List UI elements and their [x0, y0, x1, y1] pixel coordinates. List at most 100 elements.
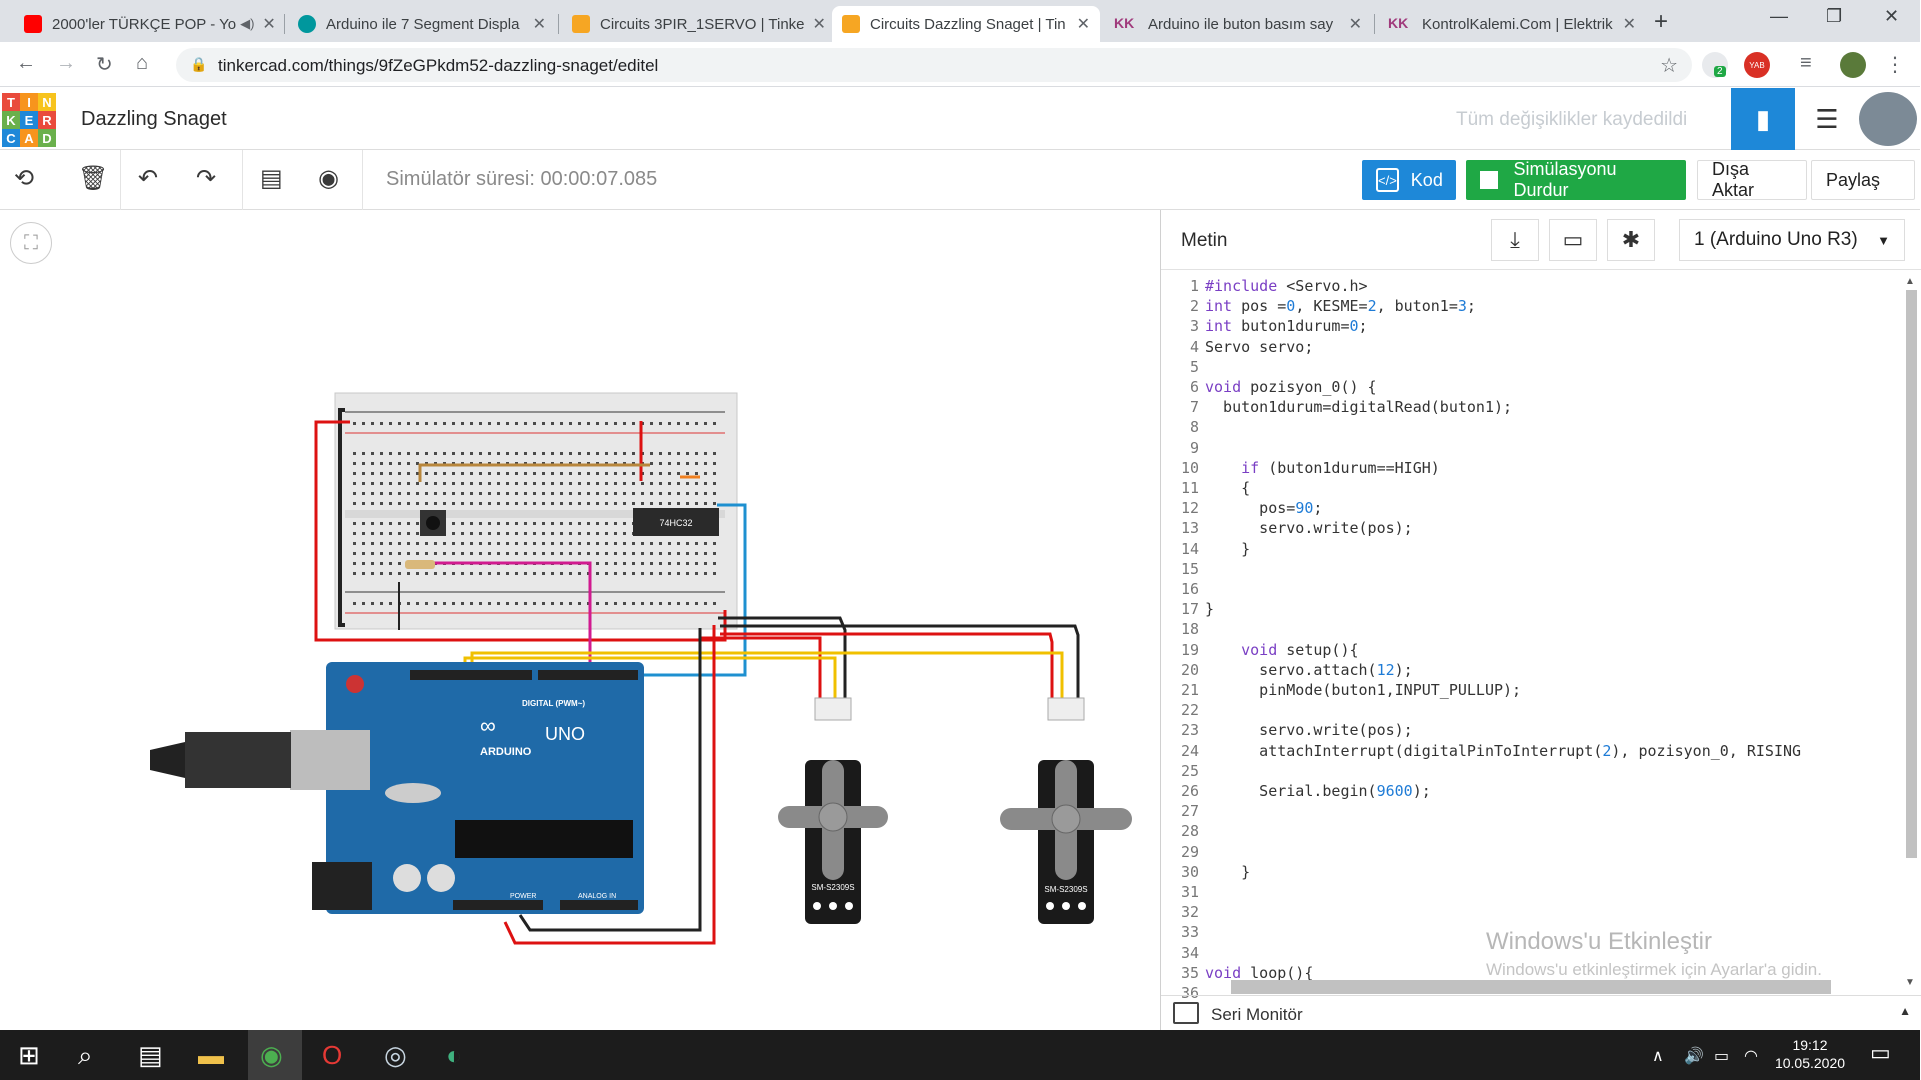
user-avatar[interactable]	[1859, 92, 1917, 146]
code-line[interactable]: 17}	[1161, 599, 1214, 619]
code-line[interactable]: 22	[1161, 700, 1205, 720]
code-line[interactable]: 1#include <Servo.h>	[1161, 276, 1368, 296]
browser-tab-2[interactable]: Arduino ile 7 Segment Displa ✕	[288, 6, 556, 42]
delete-icon[interactable]: 🗑	[78, 165, 109, 192]
chrome-icon[interactable]: ◉	[260, 1040, 283, 1070]
code-mode-label[interactable]: Metin	[1181, 230, 1228, 251]
code-line[interactable]: 11 {	[1161, 478, 1250, 498]
search-icon[interactable]: ⌕	[78, 1040, 93, 1070]
code-line[interactable]: 13 servo.write(pos);	[1161, 518, 1413, 538]
stop-simulation-button[interactable]: Simülasyonu Durdur	[1466, 159, 1686, 200]
browser-tab-3[interactable]: Circuits 3PIR_1SERVO | Tinke ✕	[562, 6, 830, 42]
serial-monitor-bar[interactable]: Seri Monitör ▲	[1161, 995, 1921, 1030]
code-line[interactable]: 12 pos=90;	[1161, 498, 1322, 518]
mute-icon[interactable]: ◀)	[240, 16, 255, 31]
code-line[interactable]: 15	[1161, 559, 1205, 579]
download-icon[interactable]: ⤓	[1491, 219, 1539, 261]
arduino-uno-board[interactable]: ∞ ARDUINO UNO DIGITAL (PWM~) POWER ANALO…	[150, 662, 644, 914]
code-line[interactable]: 30 }	[1161, 862, 1250, 882]
url-field[interactable]: 🔒 tinkercad.com/things/9fZeGPkdm52-dazzl…	[176, 48, 1692, 82]
tray-chevron-icon[interactable]: ∧	[1652, 1048, 1664, 1065]
close-tab-icon[interactable]: ✕	[532, 16, 546, 33]
vertical-scrollbar[interactable]: ▲ ▼	[1902, 276, 1920, 988]
code-line[interactable]: 28	[1161, 821, 1205, 841]
windows-start-icon[interactable]: ⊞	[18, 1040, 40, 1070]
resistor[interactable]	[405, 560, 435, 569]
code-line[interactable]: 31	[1161, 882, 1205, 902]
74hc32-chip[interactable]	[633, 508, 719, 536]
code-line[interactable]: 10 if (buton1durum==HIGH)	[1161, 458, 1440, 478]
code-line[interactable]: 29	[1161, 842, 1205, 862]
code-line[interactable]: 24 attachInterrupt(digitalPinToInterrupt…	[1161, 741, 1801, 761]
browser-tab-4-active[interactable]: Circuits Dazzling Snaget | Tin ✕	[832, 6, 1100, 42]
taskbar-clock[interactable]: 19:12 10.05.2020	[1755, 1036, 1865, 1072]
code-line[interactable]: 16	[1161, 579, 1205, 599]
file-explorer-icon[interactable]: ▬	[198, 1040, 224, 1070]
device-select[interactable]: 1 (Arduino Uno R3) ▼	[1679, 219, 1905, 261]
notification-icon[interactable]: ▭	[1870, 1040, 1891, 1065]
circuit-canvas[interactable]: ⛶	[0, 210, 1160, 1030]
code-line[interactable]: 20 servo.attach(12);	[1161, 660, 1413, 680]
code-button[interactable]: </> Kod	[1362, 160, 1456, 200]
visibility-icon[interactable]: ◉	[318, 165, 339, 192]
media-control-icon[interactable]: ≡	[1800, 52, 1812, 74]
chrome-menu-icon[interactable]: ⋮	[1885, 54, 1905, 76]
chrome-taskbar-active[interactable]	[248, 1030, 302, 1080]
circuit-view-button[interactable]: ▮	[1731, 88, 1795, 150]
code-line[interactable]: 14 }	[1161, 539, 1250, 559]
code-line[interactable]: 19 void setup(){	[1161, 640, 1359, 660]
code-line[interactable]: 26 Serial.begin(9600);	[1161, 781, 1431, 801]
horizontal-scrollbar[interactable]	[1231, 980, 1831, 994]
bookmark-star-icon[interactable]: ☆	[1660, 55, 1678, 77]
code-line[interactable]: 32	[1161, 902, 1205, 922]
yab-extension-icon[interactable]: YAB	[1744, 52, 1770, 78]
new-tab-button[interactable]: +	[1654, 8, 1669, 35]
rotate-icon[interactable]: ⟲	[14, 165, 35, 192]
battery-icon[interactable]: ▭	[1714, 1048, 1730, 1065]
forward-icon[interactable]: →	[56, 52, 76, 74]
task-view-icon[interactable]: ▤	[138, 1040, 163, 1070]
redo-icon[interactable]: ↷	[196, 165, 217, 192]
zoom-to-fit-icon[interactable]: ⛶	[10, 222, 52, 264]
browser-tab-5[interactable]: KK Arduino ile buton basım say ✕	[1104, 6, 1372, 42]
notes-icon[interactable]: ▤	[260, 165, 283, 192]
code-line[interactable]: 23 servo.write(pos);	[1161, 720, 1413, 740]
code-line[interactable]: 27	[1161, 801, 1205, 821]
home-icon[interactable]: ⌂	[136, 52, 149, 74]
code-line[interactable]: 5	[1161, 357, 1205, 377]
cloud-extension-icon[interactable]: 2	[1702, 52, 1728, 78]
volume-icon[interactable]: 🔊	[1684, 1048, 1704, 1065]
chevron-up-icon[interactable]: ▲	[1899, 1004, 1911, 1018]
close-tab-icon[interactable]: ✕	[1622, 16, 1636, 33]
code-line[interactable]: 33	[1161, 922, 1205, 942]
code-line[interactable]: 18	[1161, 619, 1205, 639]
app-icon[interactable]: ◐	[446, 1040, 462, 1070]
wifi-icon[interactable]: ◠	[1744, 1048, 1758, 1065]
code-line[interactable]: 8	[1161, 417, 1205, 437]
code-line[interactable]: 25	[1161, 761, 1205, 781]
servo-motor-1[interactable]: SM-S2309S	[778, 697, 888, 924]
browser-tab-6[interactable]: KK KontrolKalemi.Com | Elektrik ✕	[1378, 6, 1646, 42]
code-line[interactable]: 36	[1161, 983, 1205, 1003]
export-button[interactable]: Dışa Aktar	[1697, 159, 1807, 200]
library-icon[interactable]: ▭	[1549, 219, 1597, 261]
project-title[interactable]: Dazzling Snaget	[81, 108, 227, 130]
servo-motor-2[interactable]: SM-S2309S	[1000, 697, 1132, 924]
browser-tab-1[interactable]: 2000'ler TÜRKÇE POP - Yo ◀) ✕	[14, 6, 282, 42]
share-button[interactable]: Paylaş	[1811, 160, 1915, 200]
steam-icon[interactable]: ◎	[384, 1040, 407, 1070]
back-icon[interactable]: ←	[16, 52, 36, 74]
code-line[interactable]: 34	[1161, 943, 1205, 963]
reload-icon[interactable]: ↻	[96, 54, 113, 76]
tinkercad-logo[interactable]: T I N K E R C A D	[2, 93, 56, 147]
opera-icon[interactable]: O	[322, 1040, 343, 1070]
component-list-button[interactable]: ☰	[1815, 103, 1839, 134]
window-close-icon[interactable]: ✕	[1884, 6, 1900, 26]
close-tab-icon[interactable]: ✕	[262, 16, 276, 33]
